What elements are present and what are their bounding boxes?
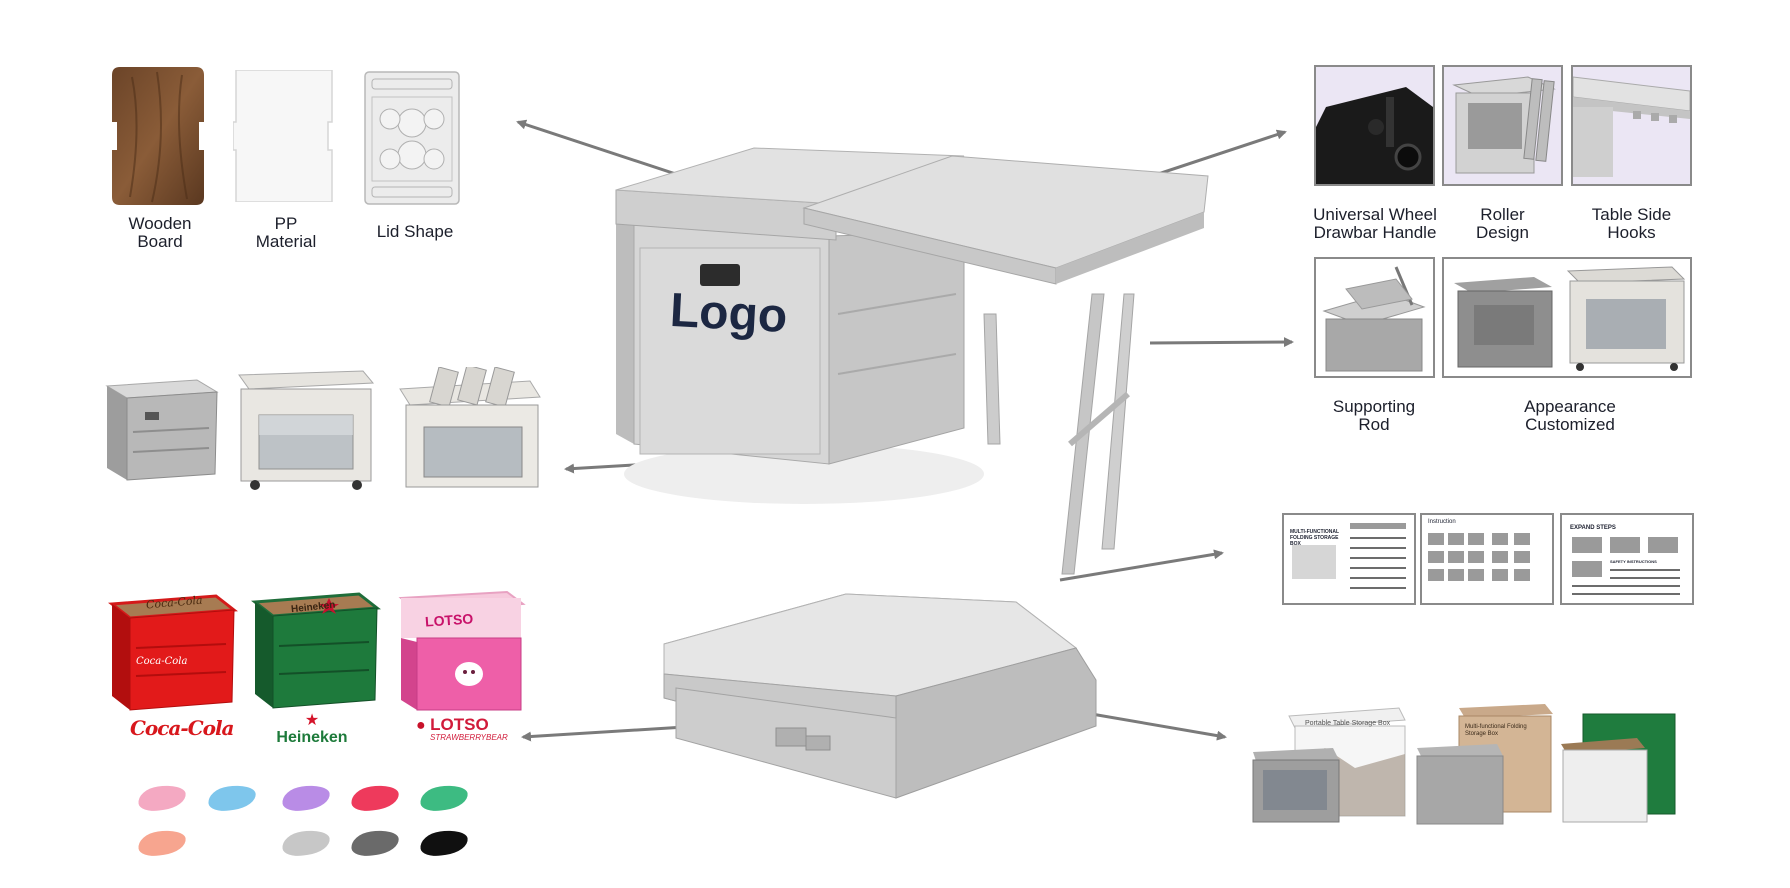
- lotso-box: LOTSO: [395, 582, 527, 716]
- heineken-box: Heineken: [249, 584, 381, 716]
- lid-shape-label: Lid Shape: [376, 222, 454, 241]
- roller-design-image: [1442, 65, 1563, 186]
- wheel-handle-image: [1314, 65, 1435, 186]
- arrow-to-manuals: [1059, 549, 1224, 582]
- variant-box-wheels: [233, 365, 375, 493]
- lotso-logo: ● LOTSO STRAWBERRYBEAR: [416, 715, 508, 742]
- strawberry-icon: ●: [416, 717, 426, 734]
- cocacola-front-text: Coca-Cola: [136, 656, 188, 667]
- arrow-to-supporting-rod: [1149, 337, 1294, 348]
- packaging-set: Portable Table Storage Box Multi-functio…: [1245, 704, 1685, 832]
- arrow-to-brands: [521, 725, 686, 742]
- heineken-star-icon: ★: [304, 712, 320, 729]
- cocacola-logo: Coca-Cola: [130, 716, 235, 740]
- folded-box: [656, 588, 1100, 816]
- variant-box-closed: [97, 372, 219, 484]
- hero-box-table: Logo: [604, 144, 1214, 582]
- wooden-board-image: [112, 67, 204, 205]
- arrow-to-wheels: [1139, 129, 1287, 182]
- arrow-to-packaging: [1079, 710, 1227, 741]
- manual-page-2: Instruction: [1420, 513, 1554, 605]
- pp-material-image: [233, 70, 335, 202]
- lotso-lid-text: LOTSO: [424, 610, 474, 630]
- hero-logo-text: Logo: [668, 283, 789, 344]
- variant-box-open: [394, 367, 546, 491]
- package-2-title: Multi-functional Folding Storage Box: [1465, 724, 1527, 737]
- heineken-logo: ★ Heineken: [270, 713, 354, 747]
- supporting-rod-image: [1314, 257, 1435, 378]
- cocacola-box: Coca-Cola Coca-Cola: [106, 586, 238, 716]
- lid-shape-image: [364, 71, 460, 205]
- appearance-customized-image: [1442, 257, 1692, 378]
- manual-page-1: MULTI-FUNCTIONAL FOLDING STORAGE BOX: [1282, 513, 1416, 605]
- package-1-title: Portable Table Storage Box: [1305, 720, 1391, 727]
- manual-page-3: EXPAND STEPS SAFETY INSTRUCTIONS: [1560, 513, 1694, 605]
- table-hooks-image: [1571, 65, 1692, 186]
